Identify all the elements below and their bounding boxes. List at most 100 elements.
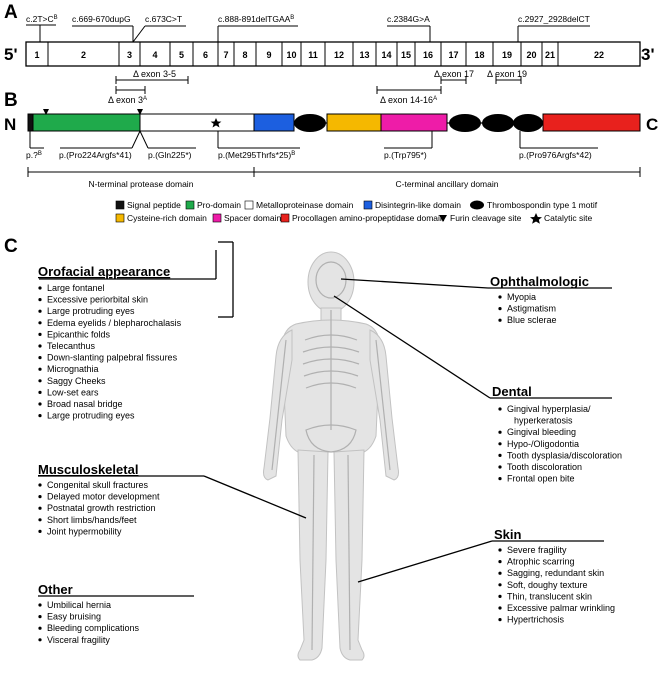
mutation-label: c.2927_2928delCT: [518, 14, 590, 24]
furin-cleavage-icon: [137, 109, 143, 115]
legend-label: Disintegrin-like domain: [375, 200, 461, 210]
bullet-icon: [38, 298, 42, 302]
mutation-label: c.2384G>A: [387, 14, 430, 24]
bullet-icon: [38, 367, 42, 371]
exon-label: 18: [474, 50, 484, 60]
bullet-icon: [38, 286, 42, 290]
legend-swatch-signal: [115, 200, 125, 210]
list-item: hyperkeratosis: [514, 416, 573, 426]
list-item: Delayed motor development: [47, 492, 160, 502]
dental-list: Gingival hyperplasia/hyperkeratosisGingi…: [498, 404, 622, 484]
legend-label: Thrombospondin type 1 motif: [487, 200, 598, 210]
exon-label: 9: [266, 50, 271, 60]
skin-title: Skin: [494, 527, 522, 542]
mutation-label: c.673C>T: [145, 14, 182, 24]
bullet-icon: [38, 390, 42, 394]
thrombospondin-motif: [449, 114, 481, 132]
bullet-icon: [38, 332, 42, 336]
exon-label: 15: [401, 50, 411, 60]
procollagen-segment: [542, 113, 641, 132]
legend-label: Procollagen amino-propeptidase domain: [292, 213, 445, 223]
list-item: Bleeding complications: [47, 623, 140, 633]
spacer-segment: [380, 113, 448, 132]
panel-label-a: A: [4, 2, 18, 23]
legend: Signal peptide Pro-domain Metalloprotein…: [115, 200, 598, 224]
musculoskeletal-title: Musculoskeletal: [38, 462, 138, 477]
variant-labels: p.?B p.(Pro224Argfs*41) p.(Gln225*) p.(M…: [26, 150, 592, 160]
deletion-label: Δ exon 3A: [108, 95, 147, 105]
list-item: Hypertrichosis: [507, 615, 565, 625]
bullet-icon: [38, 344, 42, 348]
list-item: Gingival bleeding: [507, 427, 576, 437]
list-item: Atrophic scarring: [507, 557, 575, 567]
list-item: Edema eyelids / blepharochalasis: [47, 318, 182, 328]
bullet-icon: [498, 606, 502, 610]
bullet-icon: [38, 414, 42, 418]
bullet-icon: [498, 477, 502, 481]
catalytic-site-icon: [210, 118, 222, 128]
exon-label: 17: [448, 50, 458, 60]
variant-label: p.(Met295Thrfs*25)B: [218, 150, 295, 160]
legend-swatch-metallo: [244, 200, 254, 210]
list-item: Congenital skull fractures: [47, 480, 149, 490]
bullet-icon: [498, 419, 501, 422]
mutation-label: c.888-891delTGAAB: [218, 14, 294, 24]
bullet-icon: [38, 518, 42, 522]
exon-label: 21: [545, 50, 555, 60]
legend-label: Cysteine-rich domain: [127, 213, 207, 223]
deletion-brackets: [115, 76, 522, 94]
list-item: Micrognathia: [47, 364, 99, 374]
exon-label: 14: [381, 50, 391, 60]
bullet-icon: [38, 638, 42, 642]
bullet-icon: [498, 318, 502, 322]
list-item: Large protruding eyes: [47, 306, 135, 316]
bullet-icon: [498, 571, 502, 575]
bullet-icon: [38, 483, 42, 487]
ophthalmologic-title: Ophthalmologic: [490, 274, 589, 289]
list-item: Short limbs/hands/feet: [47, 515, 137, 525]
bullet-icon: [38, 321, 42, 325]
bullet-icon: [498, 307, 502, 311]
bullet-icon: [38, 529, 42, 534]
furin-cleavage-icon: [43, 109, 49, 115]
list-item: Astigmatism: [507, 304, 556, 314]
bullet-icon: [498, 465, 502, 469]
exon-label: 1: [34, 50, 39, 60]
bullet-icon: [38, 615, 42, 619]
variant-label: p.?B: [26, 150, 42, 160]
list-item: Tooth discoloration: [507, 462, 582, 472]
list-item: Visceral fragility: [47, 635, 110, 645]
signal-peptide-segment: [27, 113, 34, 132]
list-item: Hypo-/Oligodontia: [507, 439, 579, 449]
variant-label: p.(Trp795*): [384, 150, 427, 160]
exon-label: 11: [308, 50, 318, 60]
mutation-labels: c.2T>CB c.669-670dupG c.673C>T c.888-891…: [26, 14, 590, 24]
legend-label: Catalytic site: [544, 213, 592, 223]
variant-label: p.(Pro976Argfs*42): [519, 150, 592, 160]
list-item: Saggy Cheeks: [47, 376, 106, 386]
list-item: Broad nasal bridge: [47, 399, 123, 409]
variant-label: p.(Gln225*): [148, 150, 192, 160]
skeleton-overlay: [271, 261, 391, 651]
variant-label: p.(Pro224Argfs*41): [59, 150, 132, 160]
list-item: Gingival hyperplasia/: [507, 404, 591, 414]
bullet-icon: [38, 379, 42, 383]
connector-lines: [38, 278, 612, 597]
deletion-labels: Δ exon 3-5 Δ exon 3A Δ exon 14-16A Δ exo…: [108, 69, 527, 105]
list-item: Large protruding eyes: [47, 411, 135, 421]
head: [307, 251, 355, 313]
legend-label: Spacer domain: [224, 213, 281, 223]
thrombospondin-motif: [513, 114, 543, 132]
exon-label: 22: [594, 50, 604, 60]
furin-cleavage-icon: [439, 215, 447, 222]
list-item: Epicanthic folds: [47, 329, 111, 339]
exon-label: 12: [334, 50, 344, 60]
bullet-icon: [498, 442, 502, 446]
list-item: Excessive periorbital skin: [47, 295, 148, 305]
